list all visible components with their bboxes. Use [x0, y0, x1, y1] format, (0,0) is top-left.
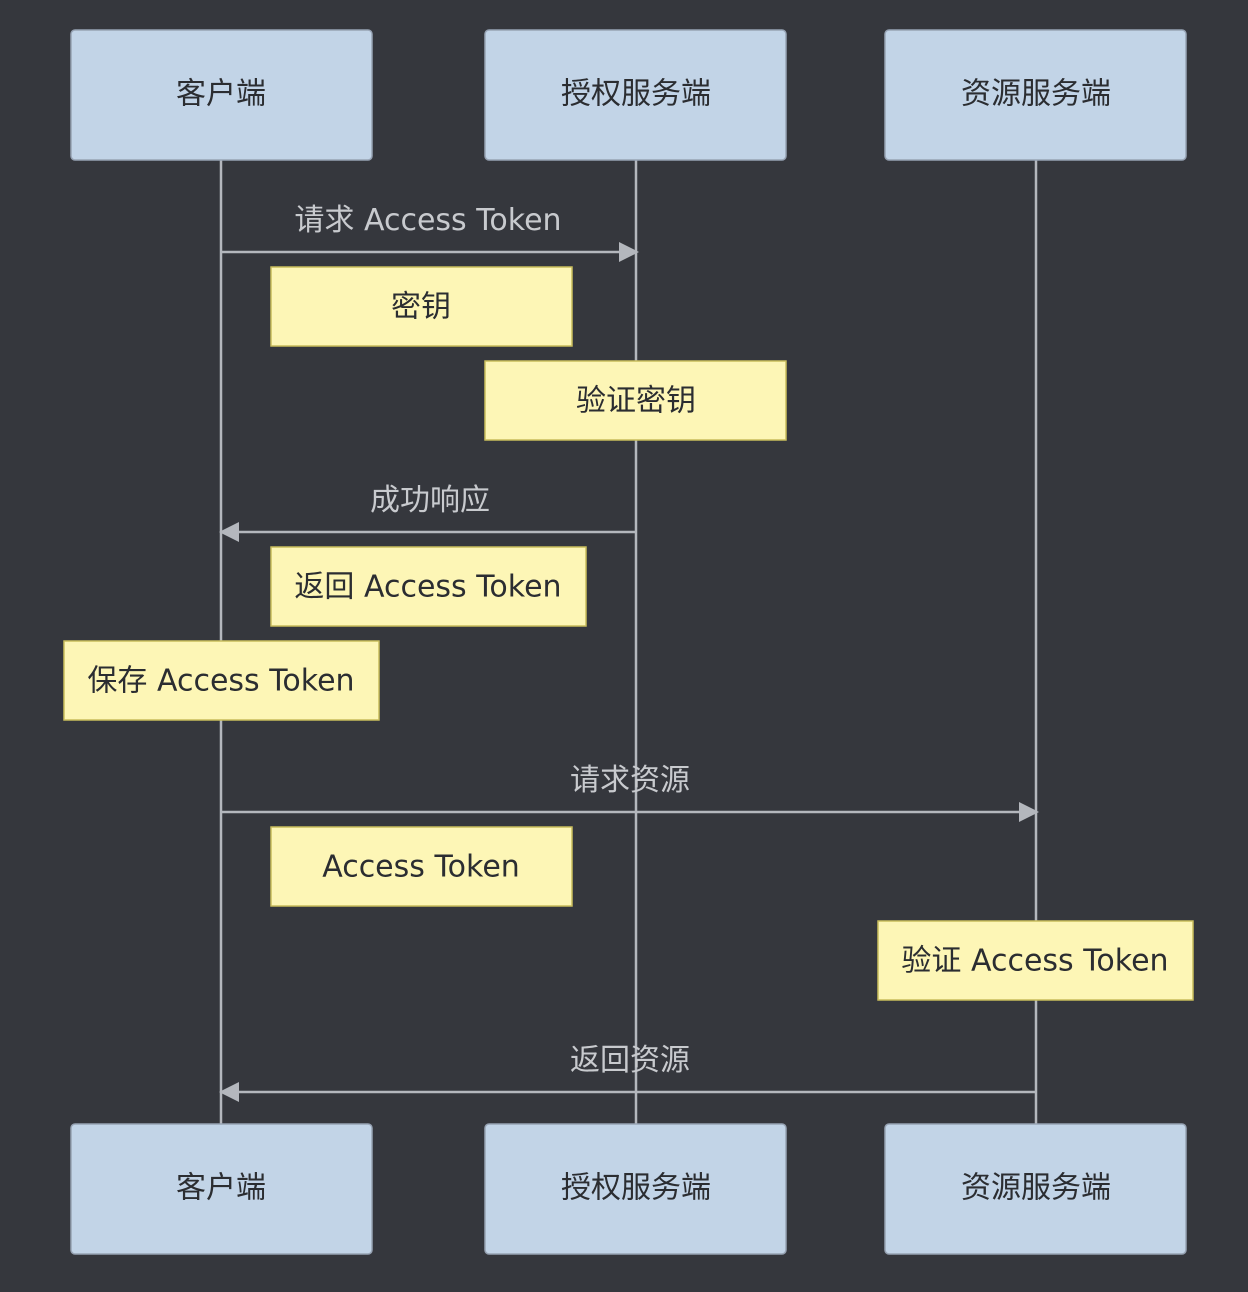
- message-1-label: 请求 Access Token: [294, 203, 561, 238]
- actor-bottom-resource-label: 资源服务端: [961, 1171, 1111, 1206]
- note-verify-secret-text: 验证密钥: [576, 384, 696, 419]
- actor-bottom-auth: 授权服务端: [484, 1123, 787, 1255]
- note-secret: 密钥: [270, 266, 573, 347]
- actor-bottom-client: 客户端: [70, 1123, 373, 1255]
- note-verify-token-text: 验证 Access Token: [901, 944, 1168, 979]
- actor-top-client: 客户端: [70, 29, 373, 161]
- note-save-token: 保存 Access Token: [63, 640, 380, 721]
- actor-top-resource-label: 资源服务端: [961, 77, 1111, 112]
- actor-bottom-client-label: 客户端: [176, 1171, 266, 1206]
- actor-top-client-label: 客户端: [176, 77, 266, 112]
- note-return-token-text: 返回 Access Token: [294, 570, 561, 605]
- message-4-arrowhead: [219, 1082, 239, 1102]
- note-save-token-text: 保存 Access Token: [87, 664, 354, 699]
- note-secret-text: 密钥: [391, 290, 451, 325]
- actor-top-resource: 资源服务端: [884, 29, 1187, 161]
- actor-top-auth-label: 授权服务端: [561, 77, 711, 112]
- actor-top-auth: 授权服务端: [484, 29, 787, 161]
- note-access-token: Access Token: [270, 826, 573, 907]
- note-verify-secret: 验证密钥: [484, 360, 787, 441]
- actor-bottom-auth-label: 授权服务端: [561, 1171, 711, 1206]
- message-1-arrowhead: [619, 242, 639, 262]
- message-2-label: 成功响应: [370, 483, 490, 518]
- message-3-arrowhead: [1019, 802, 1039, 822]
- note-return-token: 返回 Access Token: [270, 546, 587, 627]
- message-2-arrowhead: [219, 522, 239, 542]
- message-3-label: 请求资源: [570, 763, 690, 798]
- note-verify-token: 验证 Access Token: [877, 920, 1194, 1001]
- actor-bottom-resource: 资源服务端: [884, 1123, 1187, 1255]
- note-access-token-text: Access Token: [322, 850, 520, 885]
- message-4-label: 返回资源: [570, 1043, 690, 1078]
